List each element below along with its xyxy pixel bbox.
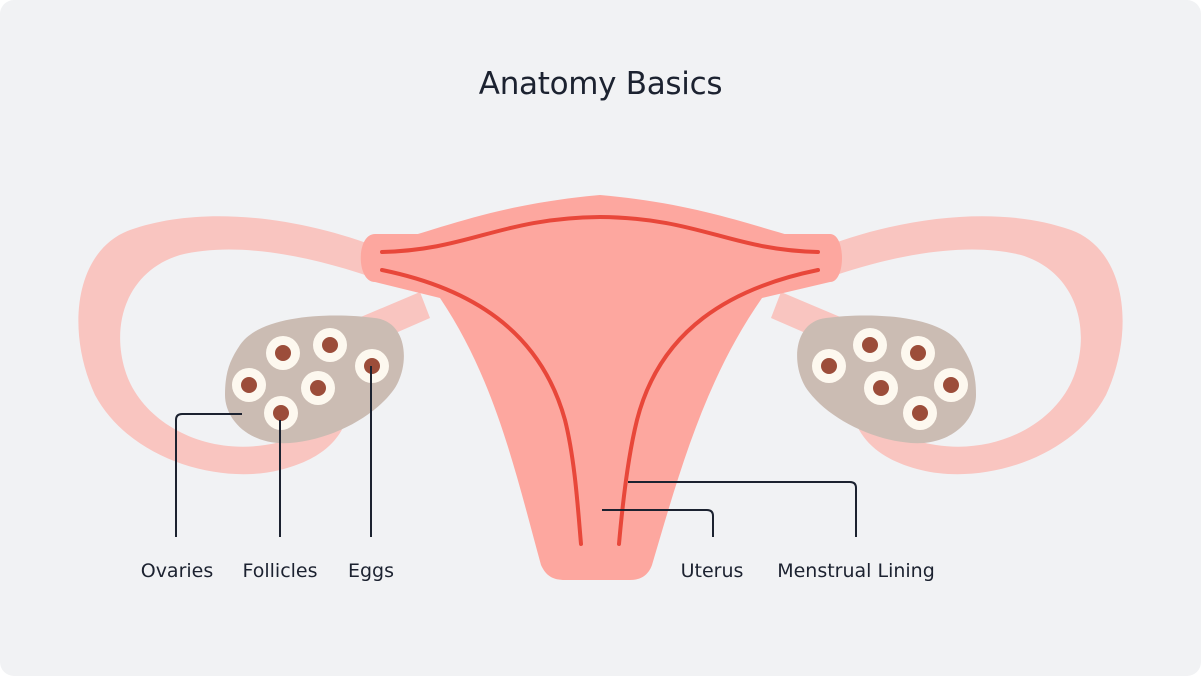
leader-line-uterus (602, 509, 714, 537)
egg (912, 405, 928, 421)
egg (943, 377, 959, 393)
follicles-right (812, 328, 968, 430)
menstrual-lining-lines (380, 214, 820, 546)
follicle (903, 396, 937, 430)
egg (862, 337, 878, 353)
follicle (934, 368, 968, 402)
egg (275, 345, 291, 361)
follicle (901, 336, 935, 370)
label-uterus: Uterus (680, 560, 744, 582)
egg (910, 345, 926, 361)
follicle (812, 349, 846, 383)
egg (241, 377, 257, 393)
label-eggs: Eggs (347, 560, 395, 582)
egg (310, 380, 326, 396)
egg (821, 358, 837, 374)
egg (273, 405, 289, 421)
follicle (864, 371, 898, 405)
uterus (360, 195, 842, 580)
leader-line-ovaries (175, 413, 242, 537)
leader-line-menstrual-lining (628, 481, 857, 537)
follicle (266, 336, 300, 370)
label-menstrual-lining: Menstrual Lining (777, 560, 935, 582)
follicle (301, 371, 335, 405)
label-ovaries: Ovaries (140, 560, 214, 582)
follicle (853, 328, 887, 362)
label-follicles: Follicles (242, 560, 318, 582)
follicle (313, 328, 347, 362)
egg (873, 380, 889, 396)
diagram-title: Anatomy Basics (478, 66, 723, 102)
follicle (264, 396, 298, 430)
follicle (232, 368, 266, 402)
egg (322, 337, 338, 353)
